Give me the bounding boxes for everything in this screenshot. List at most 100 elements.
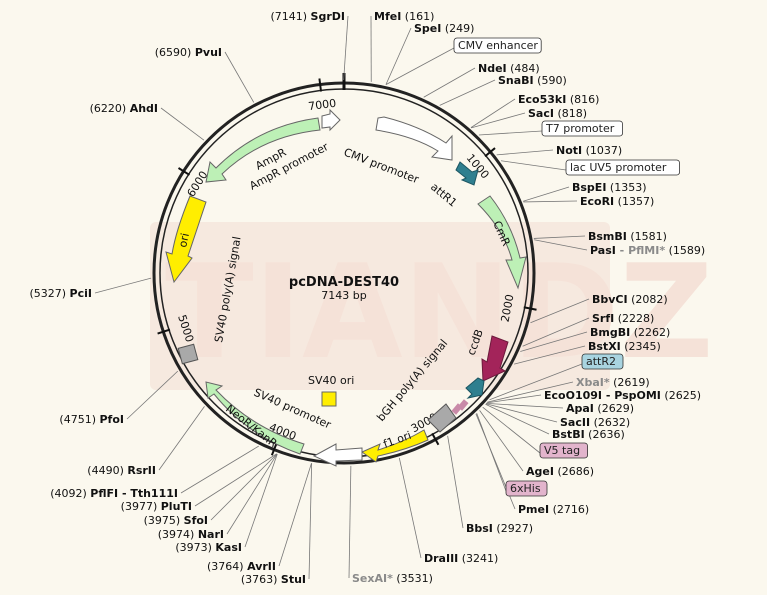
site-name: ApaI: [566, 402, 594, 415]
site-name: KasI: [215, 541, 242, 554]
site-label: SpeI (249): [414, 22, 474, 35]
leader-ApaI: [486, 402, 564, 409]
feature-arcs: [165, 108, 527, 467]
leader-box: [500, 160, 567, 171]
site-position: (2927): [496, 522, 533, 535]
site-label: EcoRI (1357): [580, 195, 654, 208]
site-label: (4751) PfoI: [59, 413, 124, 426]
site-leader-lines: [94, 15, 590, 580]
leader-box: [476, 413, 507, 492]
site-label: (7141) SgrDI: [270, 10, 345, 23]
site-label: AgeI (2686): [526, 465, 594, 478]
site-position: (484): [510, 62, 540, 75]
feature-sv40-ori: [321, 391, 337, 407]
boxed-label-bg: [565, 159, 680, 176]
site-position: (3531): [396, 572, 433, 585]
site-label: (5327) PciI: [29, 287, 92, 300]
leader-SfoI: [210, 453, 278, 521]
site-label: (3974) NarI: [158, 528, 224, 541]
leader-SpeI: [385, 27, 412, 85]
tick-4000: [270, 442, 278, 456]
site-position: (3977): [121, 500, 158, 513]
site-name: EcoO109I - PspOMI: [544, 389, 661, 402]
site-position: (4490): [87, 464, 124, 477]
site-name: PflFI - Tth111I: [90, 487, 178, 500]
feature-bgh-polya: [427, 403, 457, 433]
site-label: SacI (818): [528, 107, 587, 120]
feature-sv40-promoter: [312, 443, 363, 467]
site-label: XbaI* (2619): [576, 376, 650, 389]
site-position: (161): [405, 10, 435, 23]
site-name: BstXI: [588, 340, 621, 353]
site-name: AgeI: [526, 465, 554, 478]
leader-PflFI - Tth111I: [180, 445, 259, 494]
leader-PfoI: [126, 370, 179, 420]
site-name: XbaI*: [576, 376, 610, 389]
site-label: (4490) RsrII: [87, 464, 156, 477]
site-position: (2636): [588, 428, 625, 441]
site-position: (3241): [462, 552, 499, 565]
site-label: SacII (2632): [560, 416, 630, 429]
site-label: BsmBI (1581): [588, 230, 667, 243]
site-name: SfoI: [184, 514, 208, 527]
feature-neor-kanr: [205, 381, 305, 455]
site-position: (3975): [144, 514, 181, 527]
site-name: PasI: [590, 244, 616, 257]
site-name: SacII: [560, 416, 590, 429]
site-name: AvrII: [247, 560, 276, 573]
site-name: NdeI: [478, 62, 507, 75]
leader-BsmBI: [533, 235, 586, 239]
site-position: (249): [445, 22, 475, 35]
leader-EcoO109I - PspOMI: [486, 394, 542, 404]
tick-1000: [484, 147, 496, 158]
site-label: BspEI (1353): [572, 181, 647, 194]
leader-NarI: [226, 453, 278, 535]
site-position: (4092): [50, 487, 87, 500]
tick-label-7000: 7000: [308, 97, 337, 113]
site-label: (6220) AhdI: [90, 102, 158, 115]
feature-ccdb: [481, 335, 509, 382]
site-label: NotI (1037): [556, 144, 622, 157]
leader-NotI: [496, 149, 554, 156]
site-name: SpeI: [414, 22, 441, 35]
boxed-label-bg: [581, 353, 624, 370]
site-name: PvuI: [195, 46, 222, 59]
site-label: (3764) AvrII: [207, 560, 276, 573]
site-position: (590): [537, 74, 567, 87]
site-position: (818): [557, 107, 587, 120]
leader-DraIII: [398, 457, 422, 559]
site-label: (3973) KasI: [175, 541, 242, 554]
site-position: (1357): [618, 195, 655, 208]
leader-BbvCI: [530, 298, 590, 324]
site-name: EcoRI: [580, 195, 614, 208]
feature-cmv-promoter: [375, 116, 453, 161]
label-ori: ori: [176, 232, 192, 249]
site-name: PfoI: [100, 413, 125, 426]
label-sv40-ori: SV40 ori: [308, 374, 354, 387]
site-position: (3974): [158, 528, 195, 541]
site-label: (4092) PflFI - Tth111I: [50, 487, 178, 500]
site-position: (3763): [241, 573, 278, 586]
feature-ampr-promoter: [321, 108, 341, 132]
site-label: MfeI (161): [374, 10, 434, 23]
site-name-extra: - PflMI*: [616, 244, 665, 257]
feature-sv40-polya: [177, 343, 199, 365]
site-label: PmeI (2716): [518, 503, 589, 516]
site-name: PmeI: [518, 503, 549, 516]
site-name: SexAI*: [352, 572, 393, 585]
plasmid-size: 7143 bp: [321, 289, 366, 302]
site-name: MfeI: [374, 10, 401, 23]
feature-attr2: [465, 377, 485, 399]
leader-box: [385, 47, 455, 85]
leader-AvrII: [278, 463, 312, 567]
site-name: PluTI: [161, 500, 192, 513]
tick-7000: [318, 78, 323, 92]
boxed-label: T7 promoter: [545, 122, 615, 135]
site-name: BstBI: [552, 428, 585, 441]
site-label: EcoO109I - PspOMI (2625): [544, 389, 701, 402]
tick-2000: [523, 306, 537, 311]
site-label: BstXI (2345): [588, 340, 661, 353]
site-name: Eco53kI: [518, 93, 566, 106]
